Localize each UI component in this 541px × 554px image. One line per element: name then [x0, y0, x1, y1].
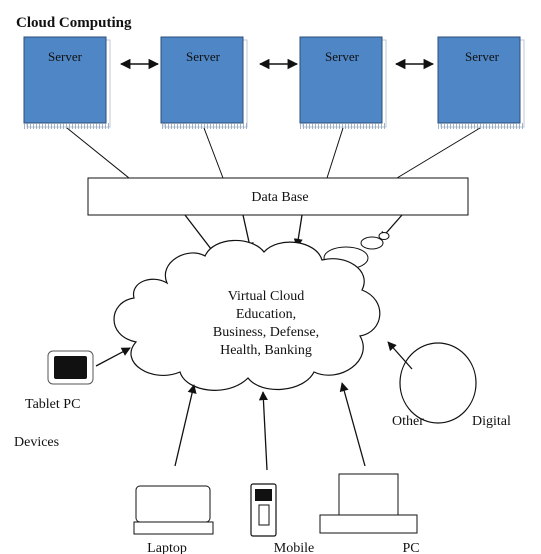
laptop-label: Laptop: [147, 541, 187, 554]
server-db-line: [66, 127, 130, 179]
other-label: Other: [392, 414, 424, 429]
devices-label: Devices: [14, 435, 59, 450]
cloud-line-4: Health, Banking: [220, 343, 312, 358]
database-label: Data Base: [251, 190, 308, 205]
server-label: Server: [48, 49, 83, 64]
tablet-label: Tablet PC: [25, 397, 80, 412]
other-digital-icon: [399, 342, 477, 424]
mobile-label: Mobile: [274, 541, 314, 554]
cloud-line-1: Virtual Cloud: [228, 289, 305, 304]
mobile-icon: [250, 483, 277, 537]
server-2: Server: [160, 36, 248, 129]
db-cloud-arrow: [293, 214, 303, 248]
laptop-icon: [133, 485, 214, 535]
server-db-line: [326, 127, 344, 179]
server-4: Server: [437, 36, 525, 129]
diagram-title: Cloud Computing: [16, 15, 132, 31]
cloud-line-3: Business, Defense,: [213, 325, 319, 340]
server-label: Server: [186, 49, 221, 64]
cloud-line-2: Education,: [236, 307, 296, 322]
tablet-icon: [47, 350, 94, 385]
server-db-line: [396, 127, 481, 179]
pc-cloud-arrow: [339, 382, 366, 467]
digital-label: Digital: [472, 414, 511, 429]
server-label: Server: [325, 49, 360, 64]
server-1: Server: [23, 36, 111, 129]
tablet-cloud-arrow: [95, 347, 131, 367]
server-label: Server: [465, 49, 500, 64]
thought-bubble: [360, 236, 384, 250]
thought-bubble: [378, 232, 390, 240]
database-box: Data Base: [87, 177, 469, 216]
laptop-cloud-arrow: [174, 384, 197, 467]
pc-label: PC: [402, 541, 419, 554]
virtual-cloud: [113, 239, 381, 391]
pc-icon: [319, 473, 418, 534]
server-3: Server: [299, 36, 387, 129]
mobile-cloud-arrow: [258, 391, 268, 471]
other-cloud-arrow: [387, 341, 413, 370]
server-db-line: [203, 127, 224, 179]
